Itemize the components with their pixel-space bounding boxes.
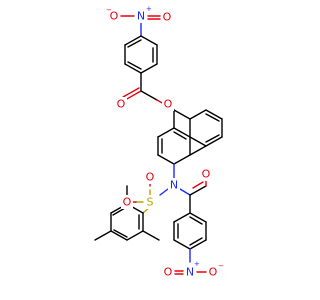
ester-bonds [122,72,165,105]
sulfonyl-o1-label: O [144,170,156,184]
svg-text:N: N [186,266,194,279]
sulfonamide-bonds [130,163,191,214]
svg-text:N: N [170,179,178,192]
bottom-nitro-bonds [174,248,207,275]
amide-carbonyl-o-label: O [200,167,212,181]
nitro-bottom-o2-label: O − [207,262,224,279]
naphthalene-left-ring [157,109,191,165]
svg-text:O: O [110,10,119,23]
nitro-top-plus: + [146,5,152,13]
svg-text:O: O [164,98,173,111]
sulfonyl-s-label: S [144,195,156,209]
svg-text:N: N [137,10,145,23]
svg-text:O: O [123,196,132,209]
ester-carbonyl-o-label: O [115,97,127,111]
nitro-bottom-minus: − [218,262,224,270]
nitro-top-o2-label: O [161,9,173,24]
nitro-top-o1-label: O − [106,6,120,23]
svg-text:O: O [202,168,211,181]
atom-labels: O − N + O O O N S O [106,5,224,279]
nitro-bottom-n-label: N + [184,260,200,279]
molecule-structure-diagram: O − N + O O O N S O [94,5,224,279]
svg-text:O: O [146,171,155,184]
sulfonyl-o2-label: O [121,195,133,209]
nitro-top-n-label: N + [135,5,152,23]
nitro-bottom-o1-label: O [162,265,174,279]
mesityl-ring [94,185,160,241]
nitro-top-minus: − [106,6,112,14]
svg-text:O: O [117,98,126,111]
top-benzene-ring [124,35,158,74]
top-nitro-bonds [120,15,161,37]
bottom-benzene-ring [173,212,207,250]
svg-text:O: O [164,266,173,279]
svg-text:O: O [209,266,218,279]
ester-bridge-o-label: O [162,97,174,111]
sulfonamide-n-label: N [168,178,180,192]
svg-text:O: O [163,11,172,24]
svg-text:S: S [147,196,154,209]
nitro-bottom-plus: + [194,260,200,268]
naphthalene-right-ring [189,109,223,156]
amide-bonds [189,179,207,214]
